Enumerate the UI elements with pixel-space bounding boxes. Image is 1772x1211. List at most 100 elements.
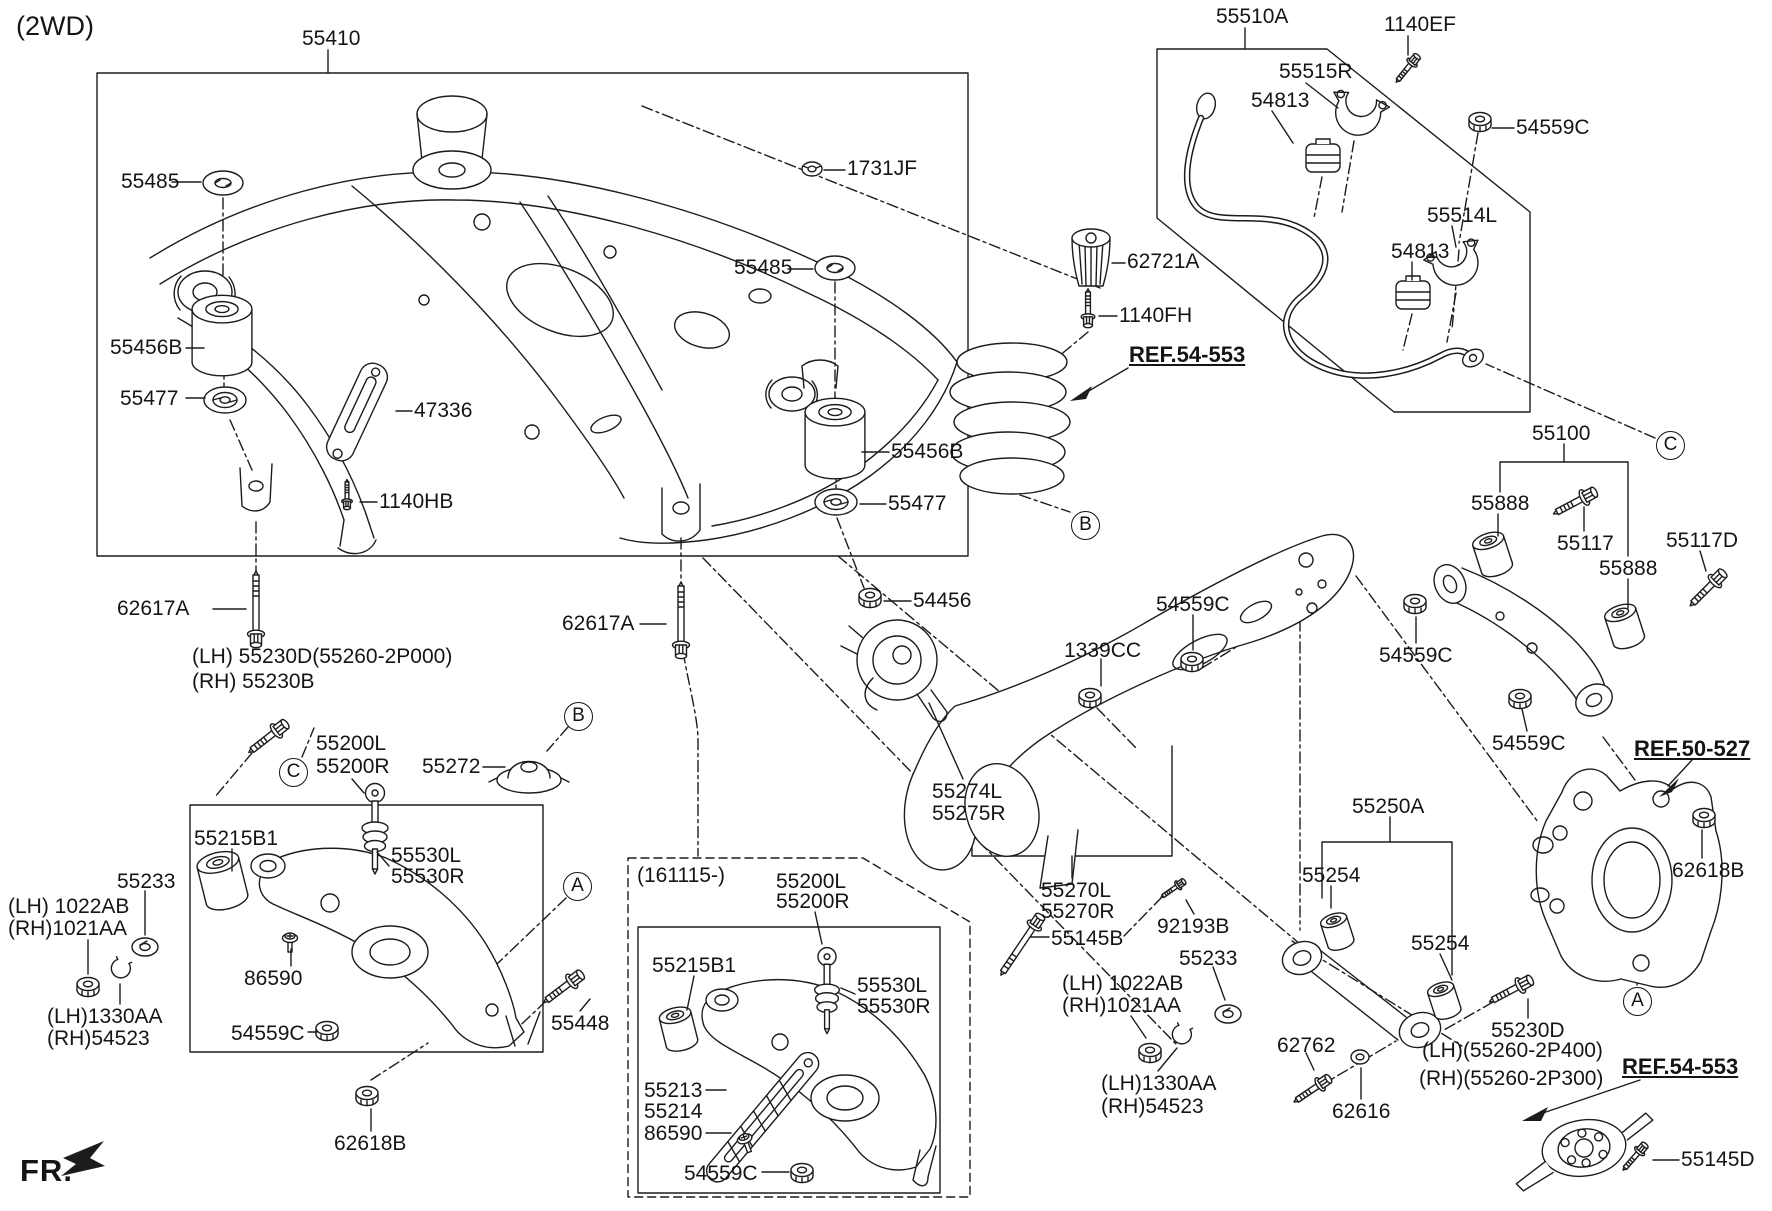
part-label-55230d-2[interactable]: 55230D bbox=[1491, 1019, 1565, 1042]
brace-55213 bbox=[702, 1048, 823, 1186]
part-label-54559c-a1[interactable]: 54559C bbox=[231, 1022, 305, 1045]
part-label-55230b-rh[interactable]: (RH) 55230B bbox=[192, 670, 315, 693]
marker-a-arm: A bbox=[563, 872, 592, 901]
part-label-1022ab-1[interactable]: (LH) 1022AB bbox=[8, 895, 130, 918]
part-label-55274l[interactable]: 55274L bbox=[932, 780, 1003, 803]
part-label-1140fh[interactable]: 1140FH bbox=[1119, 304, 1193, 327]
part-label-55213[interactable]: 55213 bbox=[644, 1079, 703, 1102]
part-label-62616[interactable]: 62616 bbox=[1332, 1100, 1391, 1123]
ref-link-50-527[interactable]: REF.50-527 bbox=[1634, 736, 1751, 761]
part-label-47336[interactable]: 47336 bbox=[414, 399, 473, 422]
part-label-55456b-r[interactable]: 55456B bbox=[891, 440, 964, 463]
part-label-55260-2p400[interactable]: (LH)(55260-2P400) bbox=[1422, 1039, 1603, 1062]
part-label-55888-b[interactable]: 55888 bbox=[1599, 557, 1658, 580]
group-box-55200-inner bbox=[638, 927, 940, 1193]
part-label-55485-r[interactable]: 55485 bbox=[734, 256, 793, 279]
part-label-92193b[interactable]: 92193B bbox=[1157, 915, 1230, 938]
part-label-55200r-1[interactable]: 55200R bbox=[316, 755, 390, 778]
date-note-161115: (161115-) bbox=[637, 864, 725, 887]
ref-link-54-553-b[interactable]: REF.54-553 bbox=[1622, 1054, 1739, 1079]
group-box-55510a bbox=[1157, 49, 1530, 412]
assist-arm-55250 bbox=[1278, 909, 1538, 1109]
part-label-62618b-2[interactable]: 62618B bbox=[1672, 859, 1745, 882]
part-label-1022ab-2[interactable]: (LH) 1022AB bbox=[1062, 972, 1184, 995]
part-label-55200r-2[interactable]: 55200R bbox=[776, 890, 850, 913]
part-label-55275r[interactable]: 55275R bbox=[932, 802, 1006, 825]
part-label-1021aa-1[interactable]: (RH)1021AA bbox=[8, 917, 128, 940]
part-label-55250a[interactable]: 55250A bbox=[1352, 795, 1425, 818]
part-label-55270l[interactable]: 55270L bbox=[1041, 879, 1112, 902]
part-label-55410[interactable]: 55410 bbox=[302, 27, 361, 50]
part-label-55485-l[interactable]: 55485 bbox=[121, 170, 180, 193]
part-label-55230d-lh[interactable]: (LH) 55230D(55260-2P000) bbox=[192, 645, 453, 668]
part-label-62618b-1[interactable]: 62618B bbox=[334, 1132, 407, 1155]
part-label-54559c-c2[interactable]: 54559C bbox=[1492, 732, 1566, 755]
part-label-55100[interactable]: 55100 bbox=[1532, 422, 1591, 445]
group-box-161115-dashed bbox=[628, 858, 970, 1197]
trailing-arm bbox=[841, 534, 1354, 1064]
part-label-55254-b[interactable]: 55254 bbox=[1411, 932, 1470, 955]
part-label-54559c-c1[interactable]: 54559C bbox=[1379, 644, 1453, 667]
part-label-55260-2p300[interactable]: (RH)(55260-2P300) bbox=[1419, 1067, 1604, 1090]
part-label-55200l-1[interactable]: 55200L bbox=[316, 732, 387, 755]
part-label-55477-l[interactable]: 55477 bbox=[120, 387, 179, 410]
part-label-54523-1[interactable]: (RH)54523 bbox=[47, 1027, 150, 1050]
part-label-1140ef[interactable]: 1140EF bbox=[1384, 13, 1456, 36]
part-label-55254-a[interactable]: 55254 bbox=[1302, 864, 1361, 887]
part-label-55233-1[interactable]: 55233 bbox=[117, 870, 176, 893]
part-label-55456b-l[interactable]: 55456B bbox=[110, 336, 183, 359]
part-label-55448[interactable]: 55448 bbox=[551, 1012, 610, 1035]
leader-lines bbox=[88, 28, 1706, 1172]
part-label-55530l-2[interactable]: 55530L bbox=[857, 974, 928, 997]
part-label-55233-2[interactable]: 55233 bbox=[1179, 947, 1238, 970]
part-label-55200l-2[interactable]: 55200L bbox=[776, 870, 847, 893]
part-label-55514l[interactable]: 55514L bbox=[1427, 204, 1498, 227]
part-label-55530r-1[interactable]: 55530R bbox=[391, 865, 465, 888]
spring-pad-55272 bbox=[489, 762, 569, 794]
part-label-1021aa-2[interactable]: (RH)1021AA bbox=[1062, 994, 1182, 1017]
part-label-55888-a[interactable]: 55888 bbox=[1471, 492, 1530, 515]
stabilizer-bar-assembly bbox=[1187, 50, 1492, 375]
part-label-55270r[interactable]: 55270R bbox=[1041, 900, 1115, 923]
part-label-62617a-l[interactable]: 62617A bbox=[117, 597, 190, 620]
part-label-54813-a[interactable]: 54813 bbox=[1251, 89, 1310, 112]
part-label-62617a-m[interactable]: 62617A bbox=[562, 612, 635, 635]
part-label-55215b1-1[interactable]: 55215B1 bbox=[194, 827, 279, 850]
marker-b-spring: B bbox=[1071, 511, 1100, 540]
part-label-1731jf[interactable]: 1731JF bbox=[847, 157, 918, 180]
part-label-55530l-1[interactable]: 55530L bbox=[391, 844, 462, 867]
group-box-55410 bbox=[97, 73, 968, 556]
part-label-55515r[interactable]: 55515R bbox=[1279, 60, 1353, 83]
part-label-62721a[interactable]: 62721A bbox=[1127, 250, 1200, 273]
part-label-55145d[interactable]: 55145D bbox=[1681, 1148, 1755, 1171]
part-label-55145b[interactable]: 55145B bbox=[1051, 927, 1124, 950]
part-label-54523-2[interactable]: (RH)54523 bbox=[1101, 1095, 1204, 1118]
ref-link-54-553-a[interactable]: REF.54-553 bbox=[1129, 342, 1246, 367]
part-label-62762[interactable]: 62762 bbox=[1277, 1034, 1336, 1057]
bump-stopper-62721a bbox=[1072, 229, 1110, 286]
part-label-55530r-2[interactable]: 55530R bbox=[857, 995, 931, 1018]
part-label-55272[interactable]: 55272 bbox=[422, 755, 481, 778]
part-label-1140hb[interactable]: 1140HB bbox=[379, 490, 454, 513]
part-label-55510a[interactable]: 55510A bbox=[1216, 5, 1289, 28]
part-label-1330aa-2[interactable]: (LH)1330AA bbox=[1101, 1072, 1217, 1095]
part-label-55214[interactable]: 55214 bbox=[644, 1100, 703, 1123]
part-label-86590-1[interactable]: 86590 bbox=[244, 967, 303, 990]
part-label-55477-r[interactable]: 55477 bbox=[888, 492, 947, 515]
trailing-arm-bushing-55274 bbox=[841, 620, 947, 721]
part-label-86590-2[interactable]: 86590 bbox=[644, 1122, 703, 1145]
subframe-mount-hardware bbox=[191, 161, 882, 760]
part-label-54559c-tr[interactable]: 54559C bbox=[1516, 116, 1590, 139]
part-label-54456[interactable]: 54456 bbox=[913, 589, 972, 612]
part-label-55117d[interactable]: 55117D bbox=[1666, 529, 1739, 552]
part-label-1339cc[interactable]: 1339CC bbox=[1064, 639, 1142, 662]
part-label-1330aa-1[interactable]: (LH)1330AA bbox=[47, 1005, 163, 1028]
part-label-55117[interactable]: 55117 bbox=[1557, 532, 1614, 555]
part-label-55215b1-2[interactable]: 55215B1 bbox=[652, 954, 737, 977]
part-label-54559c-mid[interactable]: 54559C bbox=[1156, 593, 1230, 616]
brace-47336 bbox=[322, 359, 391, 465]
variant-note: (2WD) bbox=[16, 11, 94, 41]
part-label-54559c-b2[interactable]: 54559C bbox=[684, 1162, 758, 1185]
part-label-54813-b[interactable]: 54813 bbox=[1391, 240, 1450, 263]
